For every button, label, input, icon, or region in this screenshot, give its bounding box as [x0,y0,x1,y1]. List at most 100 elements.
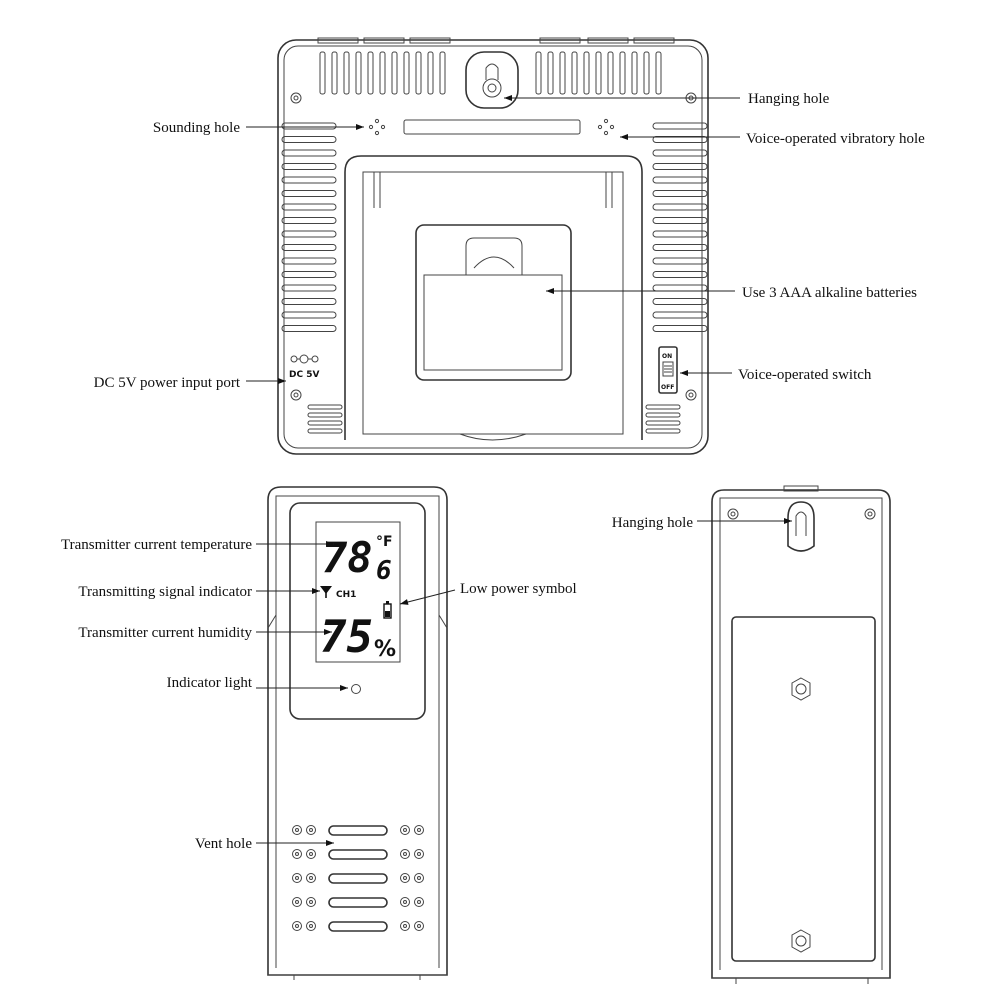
vent-slot [281,257,337,265]
transmitter-back [711,485,891,984]
transmitter-leader-lines [256,543,456,844]
vent-slot [643,51,650,95]
vent-dot [306,897,316,907]
vent-dot-center [417,900,421,904]
vent-slot [652,163,708,170]
leader-arrowheads [278,95,792,846]
arrowhead [356,124,364,130]
vent-dot [292,873,302,883]
vent-slot [652,271,708,278]
vent-dot-center [309,924,313,928]
arrowhead [312,588,320,594]
arrowhead [784,518,792,524]
vent-dot [292,897,302,907]
vent-dot-center [309,876,313,880]
vent-dot [306,921,316,931]
vent-dot-center [295,924,299,928]
right-side-vents [652,122,708,332]
switch-off-text: OFF [661,384,674,391]
indicator-light [351,684,361,694]
vent-dot [414,849,424,859]
label-transmitter-temperature: Transmitter current temperature [61,537,252,553]
vent-slot [415,51,422,95]
vent-slot [439,51,446,95]
main-unit-back: DC 5V ON OFF [277,37,709,455]
vent-dot [400,921,410,931]
door-screw-bottom [791,929,811,953]
center-slot [403,119,581,135]
vent-slot [343,51,350,95]
vent-dot [414,873,424,883]
vent-slot [331,51,338,95]
front-vent-holes [292,825,424,932]
label-signal-indicator: Transmitting signal indicator [78,584,252,600]
vent-slot [652,190,708,197]
corner-screws [290,92,697,401]
vent-slot [328,921,388,932]
vent-slot [652,122,708,130]
lower-left-vents [307,404,343,434]
vent-slot [427,51,434,95]
vent-dot [306,849,316,859]
vent-dot [414,825,424,835]
vent-slot [281,190,337,197]
vent-slot [645,412,681,418]
vent-slot [281,136,337,143]
hanging-hole-bottom [787,501,815,552]
vent-slot [281,122,337,130]
vent-dot-center [417,924,421,928]
sounding-hole-dots [368,118,386,136]
stand-recess [344,155,643,441]
vent-slot [652,257,708,265]
vent-dot-center [295,900,299,904]
arrowhead [340,685,348,691]
arrowhead [504,95,512,101]
vent-slot [403,51,410,95]
vent-dot [414,897,424,907]
low-battery-icon [383,601,392,619]
left-side-vents [281,122,337,332]
top-edge-tabs [317,37,675,44]
lcd-channel: CH1 [336,590,356,600]
arrowhead [326,840,334,846]
label-low-power: Low power symbol [460,581,577,597]
display-frame [289,502,426,720]
vent-slot [307,428,343,434]
hanging-hole-top [465,51,519,109]
arrowhead [324,629,332,635]
vent-dot [414,921,424,931]
vent-slot [281,163,337,170]
vent-dot-center [295,828,299,832]
label-dc-port: DC 5V power input port [94,375,241,391]
vent-slot [379,51,386,95]
voice-operated-switch: ON OFF [658,346,678,394]
vent-slot [281,298,337,305]
label-voice-switch: Voice-operated switch [738,367,872,383]
vent-dot [292,849,302,859]
transmitter-front: 78 6 °F CH1 75 % [267,486,448,980]
top-vent-slots [319,51,662,95]
vent-dot-center [417,876,421,880]
vent-slot [391,51,398,95]
lower-right-vents [645,404,681,434]
arrowhead [620,134,628,140]
vent-dot-center [403,876,407,880]
vent-slot [583,51,590,95]
vent-slot [607,51,614,95]
vent-slot [355,51,362,95]
vent-dot-center [295,876,299,880]
vent-dot-center [309,828,313,832]
vent-slot [547,51,554,95]
vent-slot [281,244,337,251]
dc-power-port: DC 5V [289,354,319,380]
vent-slot [281,230,337,238]
arrowhead [278,378,286,384]
lcd-temperature-main: 78 [322,533,373,582]
vent-slot [307,404,343,410]
vent-slot [281,149,337,157]
vent-dot-center [309,900,313,904]
vent-dot [400,873,410,883]
vent-slot [535,51,542,95]
vent-dot [400,897,410,907]
